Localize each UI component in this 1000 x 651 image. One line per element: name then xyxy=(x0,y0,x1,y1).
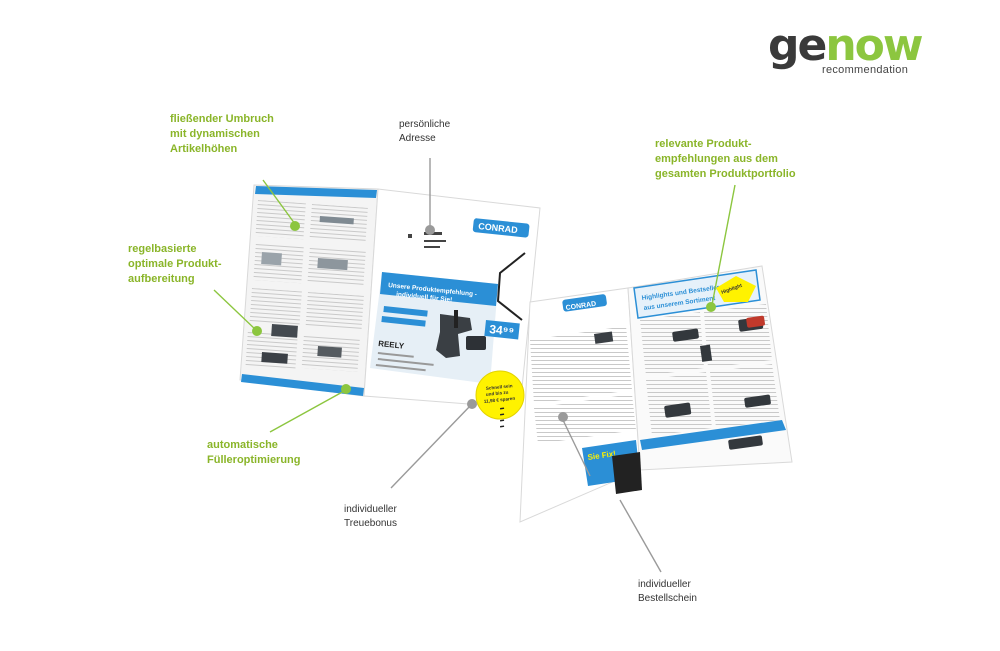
connector-bestell-up xyxy=(561,417,591,477)
brand-mark: CONRAD xyxy=(478,221,519,235)
note-line: Adresse xyxy=(399,133,436,144)
callout-line: Artikelhöhen xyxy=(170,143,238,155)
connector-regel xyxy=(213,289,257,331)
note-line: Bestellschein xyxy=(638,593,697,604)
logo-ge: ge xyxy=(768,20,827,71)
callout-line: mit dynamischen xyxy=(170,128,260,140)
note-persoenliche-adresse: persönliche Adresse xyxy=(399,118,450,146)
callout-fuelleroptimierung: automatische Fülleroptimierung xyxy=(207,438,301,468)
note-line: individueller xyxy=(344,504,397,515)
callout-line: Fülleroptimierung xyxy=(207,454,301,466)
genow-logo: genow recommendation xyxy=(768,20,924,78)
note-line: individueller xyxy=(638,579,691,590)
logo-tagline: recommendation xyxy=(822,64,909,76)
coupon-text: Sie Fix! xyxy=(587,449,616,462)
form-brand-mark: CONRAD xyxy=(565,301,596,312)
callout-line: regelbasierte xyxy=(128,243,197,255)
connector-relevant xyxy=(711,184,736,306)
callout-relevante-produkte: relevante Produkt- empfehlungen aus dem … xyxy=(655,137,796,182)
loyalty-badge xyxy=(475,370,525,420)
left-brochure: CONRAD Unsere Produktempfehlung - indivi… xyxy=(239,184,541,420)
connector-fliess xyxy=(262,179,296,225)
badge-line-3: 11,98 € sparen xyxy=(484,396,516,404)
callout-fliessender-umbruch: fließender Umbruch mit dynamischen Artik… xyxy=(170,112,274,157)
logo-now: now xyxy=(825,20,923,71)
callout-line: gesamten Produktportfolio xyxy=(655,168,796,180)
connector-treue xyxy=(390,404,472,489)
badge-line-2: und bis zu xyxy=(486,390,509,397)
note-line: persönliche xyxy=(399,119,451,130)
connector-bestell xyxy=(619,499,662,573)
callout-line: aufbereitung xyxy=(128,273,195,285)
connector-fueller xyxy=(269,389,347,433)
callout-line: relevante Produkt- xyxy=(655,138,752,150)
callout-line: optimale Produkt- xyxy=(128,258,222,270)
note-line: Treuebonus xyxy=(344,518,397,529)
rc-controller xyxy=(436,310,486,358)
badge-line-1: Schnell sein xyxy=(486,383,513,391)
right-brochure: CONRAD Sie Fix! Highlights und Bestselle… xyxy=(500,265,793,523)
note-individueller-treuebonus: individueller Treuebonus xyxy=(344,503,397,531)
callout-line: automatische xyxy=(207,439,278,451)
product-brand: REELY xyxy=(378,339,405,351)
price-label: 34⁹⁹ xyxy=(489,322,515,339)
callout-line: empfehlungen aus dem xyxy=(655,153,778,165)
callout-regelbasiert: regelbasierte optimale Produkt- aufberei… xyxy=(128,242,222,287)
note-individueller-bestellschein: individueller Bestellschein xyxy=(638,578,697,606)
logo-wordmark: genow xyxy=(768,20,924,72)
callout-line: fließender Umbruch xyxy=(170,113,274,125)
